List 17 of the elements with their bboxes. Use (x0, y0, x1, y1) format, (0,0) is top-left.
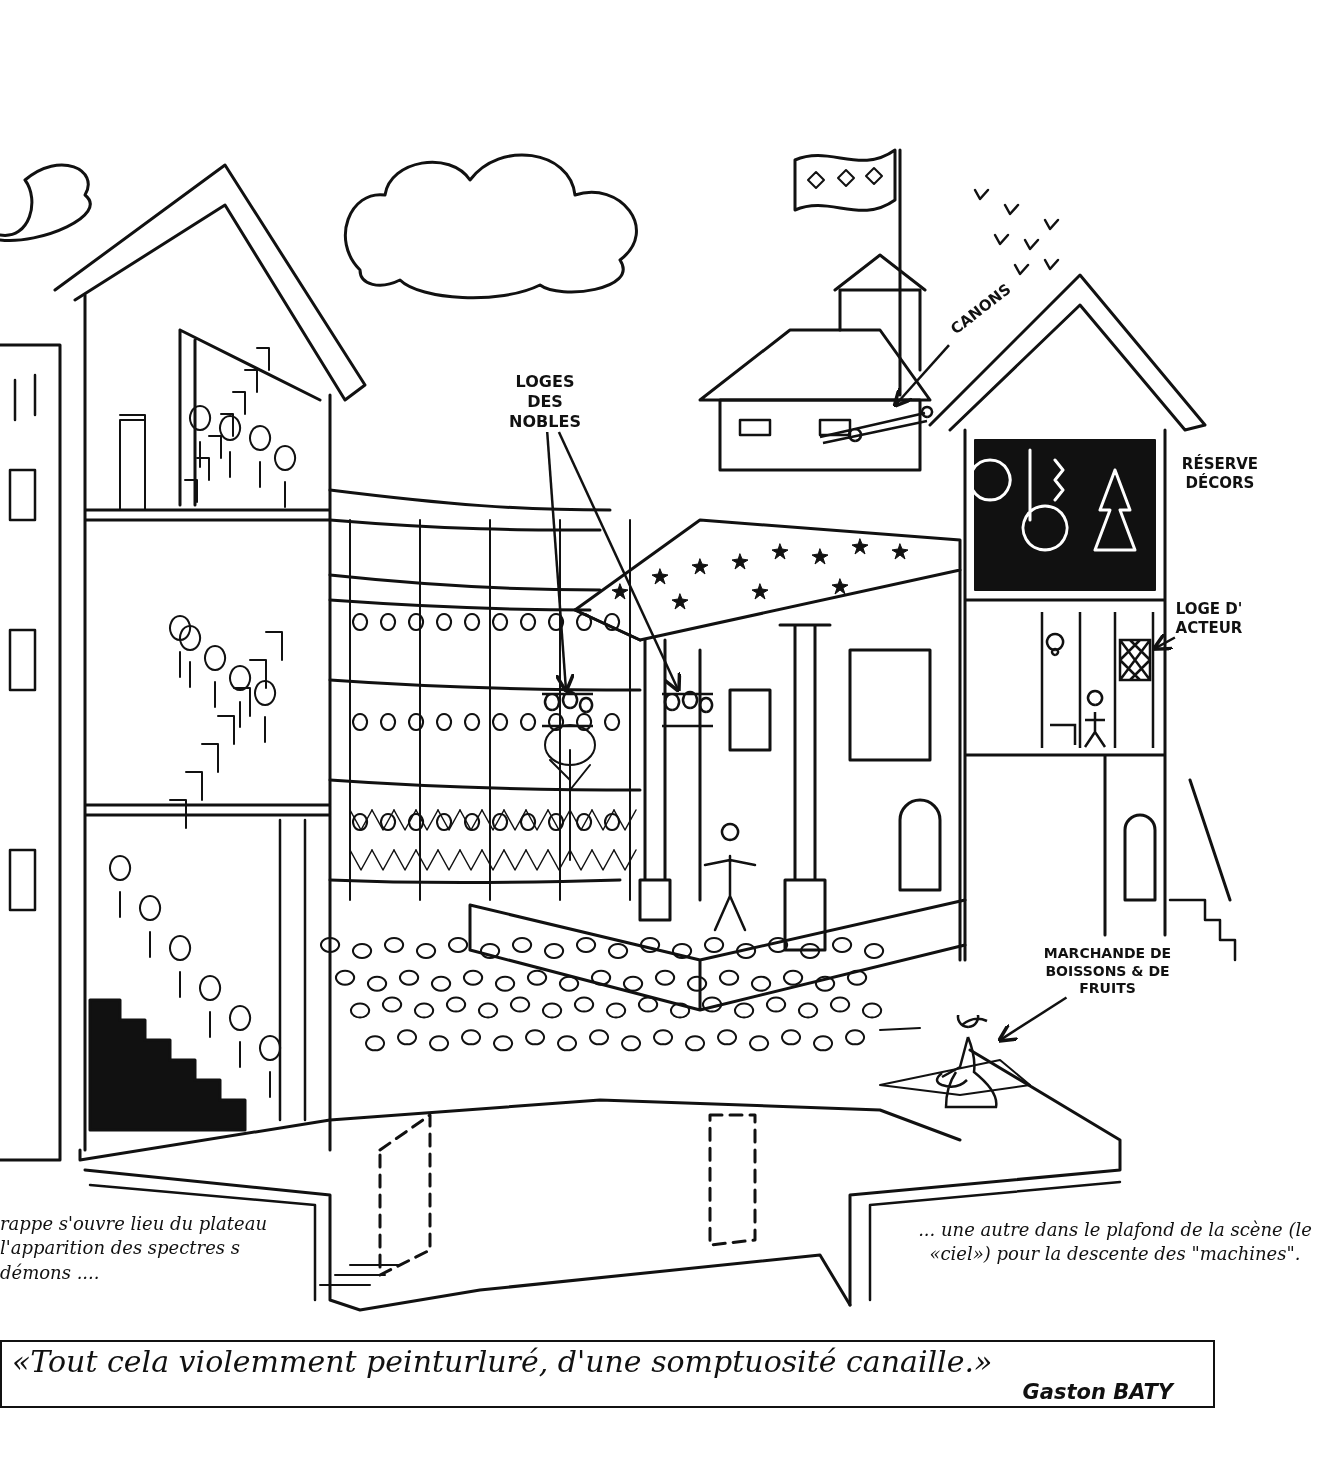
dressing-room-drawing (1040, 610, 1155, 750)
leader-line (892, 344, 950, 409)
callout-label: MARCHANDE DE BOISSONS & DE FRUITS (1035, 945, 1180, 998)
leader-line (545, 431, 576, 694)
leader-line (996, 996, 1068, 1043)
callout-label: LOGES DES NOBLES (500, 372, 590, 432)
callout-label: RÉSERVE DÉCORS (1180, 455, 1260, 493)
callout-label: LOGE D' ACTEUR (1170, 600, 1248, 638)
quote-text: «Tout cela violemment peinturluré, d'une somptuosité canaille.» (12, 1344, 993, 1379)
author-name: Gaston BATY (1022, 1380, 1173, 1404)
gallery-box-drawing (540, 690, 595, 730)
leader-line (557, 431, 682, 694)
gallery-box-drawing (660, 690, 715, 730)
note-text: rappe s'ouvre lieu du plateau l'apparition des spectres s démons .... (0, 1212, 269, 1285)
note-text: ... une autre dans le plafond de la scène (le «ciel») pour la descente des "machines". (917, 1218, 1313, 1267)
quote-box (0, 1340, 1215, 1408)
leader-line (1151, 631, 1176, 651)
